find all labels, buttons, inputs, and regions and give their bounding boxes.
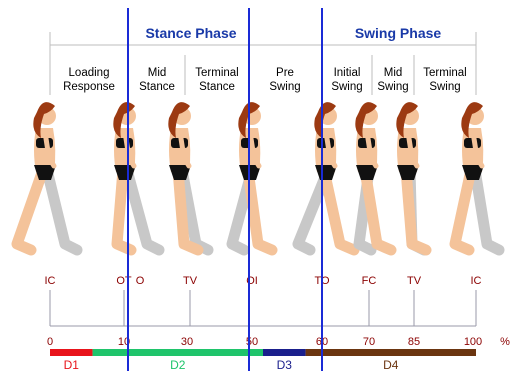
walking-figure-6 [355, 102, 391, 250]
tick-30: 30 [181, 336, 193, 348]
event-oi: OI [246, 275, 258, 287]
subphase-terminal-stance-line1: Terminal [195, 67, 238, 79]
subphase-initial-swing-line2: Swing [331, 81, 362, 93]
subphase-labels: Loading Response Mid Stance Terminal Sta… [63, 67, 467, 93]
stance-phase-title: Stance Phase [145, 25, 236, 41]
double-support-bar-d1 [50, 349, 93, 356]
double-support-bar-d4 [306, 349, 476, 356]
walking-figure-7 [396, 102, 426, 250]
event-fc: FC [362, 275, 377, 287]
event-o: O [136, 275, 145, 287]
event-ic-end: IC [471, 275, 482, 287]
double-support-label-d2: D2 [170, 358, 186, 371]
subphase-terminal-swing-line1: Terminal [423, 67, 466, 79]
phase-dividers [128, 8, 322, 371]
subphase-terminal-swing-line2: Swing [429, 81, 460, 93]
walking-figure-8 [455, 102, 499, 250]
subphase-initial-swing-line1: Initial [334, 67, 361, 79]
walking-figures [17, 102, 499, 250]
double-support-label-d4: D4 [383, 358, 399, 371]
walking-figure-2 [113, 102, 159, 250]
double-support-label-d1: D1 [64, 358, 80, 371]
tick-100: 100 [464, 336, 482, 348]
tick-70: 70 [363, 336, 375, 348]
walking-figure-5 [298, 102, 354, 250]
subphase-mid-stance-line1: Mid [148, 67, 167, 79]
walking-figure-1 [17, 102, 77, 250]
timeline-axis [50, 290, 476, 326]
tick-0: 0 [47, 336, 53, 348]
subphase-terminal-stance-line2: Stance [199, 81, 235, 93]
tick-labels: 0 10 30 50 60 70 85 100 % [47, 336, 510, 348]
event-ot: OT [116, 275, 132, 287]
subphase-mid-swing-line2: Swing [377, 81, 408, 93]
tick-85: 85 [408, 336, 420, 348]
subphase-pre-swing-line1: Pre [276, 67, 294, 79]
percent-unit: % [500, 336, 510, 348]
event-ic-start: IC [45, 275, 56, 287]
subphase-loading-response-line1: Loading [69, 67, 110, 79]
subphase-pre-swing-line2: Swing [269, 81, 300, 93]
walking-figure-4 [232, 102, 272, 250]
subphase-mid-swing-line1: Mid [384, 67, 403, 79]
double-support-label-d3: D3 [277, 358, 293, 371]
double-support-bar-d2 [93, 349, 263, 356]
event-tv-swing: TV [407, 275, 422, 287]
subphase-loading-response-line2: Response [63, 81, 115, 93]
double-support-bar-d3 [263, 349, 306, 356]
tick-50: 50 [246, 336, 258, 348]
double-support-bars: D1 D2 D3 D4 [50, 349, 476, 371]
event-tv-stance: TV [183, 275, 198, 287]
gait-events: IC OT O TV OI TO FC TV IC [45, 275, 482, 287]
walking-figure-3 [168, 102, 208, 250]
swing-phase-title: Swing Phase [355, 25, 442, 41]
subphase-mid-stance-line2: Stance [139, 81, 175, 93]
